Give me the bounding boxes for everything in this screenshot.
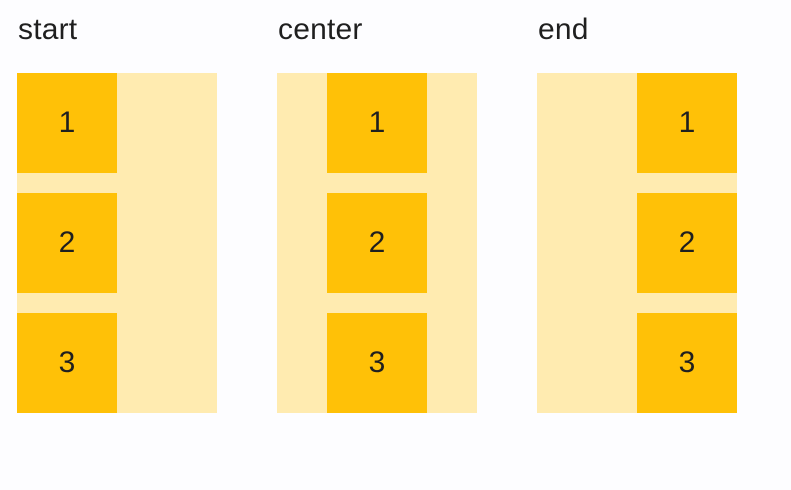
flex-container-end: 1 2 3 — [537, 73, 737, 413]
panel-center: center 1 2 3 — [277, 12, 477, 413]
flex-container-center: 1 2 3 — [277, 73, 477, 413]
flex-item: 1 — [327, 73, 427, 173]
flex-item: 3 — [327, 313, 427, 413]
flex-item: 3 — [637, 313, 737, 413]
panel-title-start: start — [18, 13, 78, 46]
flex-item: 2 — [17, 193, 117, 293]
flex-item: 2 — [637, 193, 737, 293]
flex-item: 1 — [637, 73, 737, 173]
panel-title-center: center — [278, 13, 363, 46]
alignment-demo-page: start 1 2 3 center 1 2 3 end 1 2 3 — [17, 12, 737, 413]
flex-item: 3 — [17, 313, 117, 413]
flex-item: 1 — [17, 73, 117, 173]
flex-item: 2 — [327, 193, 427, 293]
panel-start: start 1 2 3 — [17, 12, 217, 413]
panel-end: end 1 2 3 — [537, 12, 737, 413]
flex-container-start: 1 2 3 — [17, 73, 217, 413]
panel-title-end: end — [538, 13, 589, 46]
